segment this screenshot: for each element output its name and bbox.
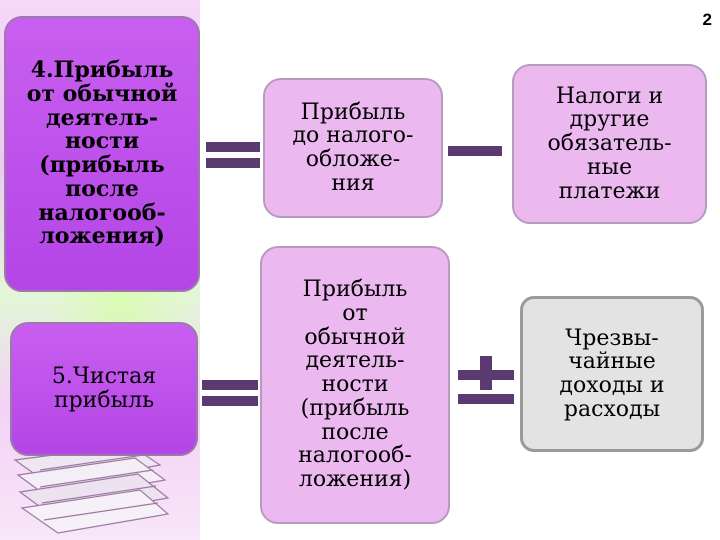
net-profit-box: 5.Чистая прибыль [10, 322, 198, 456]
profit-ordinary-activity-box: 4.Прибыль от обычной деятель- ности (при… [4, 16, 200, 292]
extraordinary-items-box: Чрезвы- чайные доходы и расходы [520, 296, 704, 452]
page-number: 2 [702, 10, 712, 29]
books-decoration [13, 444, 170, 534]
pretax-profit-box: Прибыль до налого- обложе- ния [263, 78, 443, 218]
equals-sign-top [206, 142, 260, 168]
plus-minus-sign [458, 356, 514, 404]
taxes-box: Налоги и другие обязатель- ные платежи [512, 64, 707, 224]
minus-sign [448, 146, 502, 156]
ordinary-profit-box: Прибыль от обычной деятель- ности (прибы… [260, 246, 450, 524]
equals-sign-bottom [202, 380, 258, 406]
